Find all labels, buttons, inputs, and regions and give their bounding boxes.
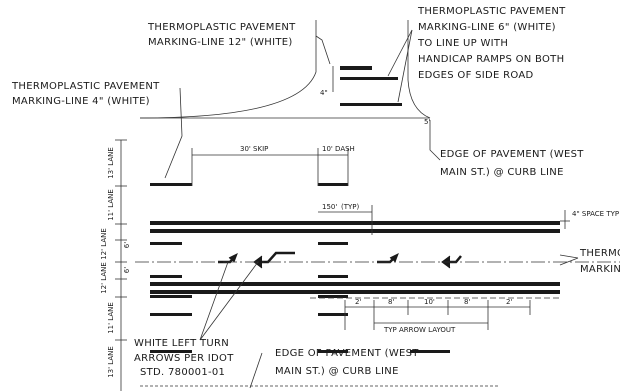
dim-typ: (TYP) <box>341 203 360 211</box>
dim-arrow-layout: TYP ARROW LAYOUT <box>383 326 456 334</box>
note-line: HANDICAP RAMPS ON BOTH <box>418 54 564 65</box>
skip-dash <box>150 313 192 316</box>
note-arrows: WHITE LEFT TURN ARROWS PER IDOT STD. 780… <box>134 338 237 378</box>
skip-dash <box>318 183 348 186</box>
left-turn-arrow-icon <box>218 252 238 264</box>
note-marking-6: THERMOPLASTIC PAVEMENT MARKING-LINE 6" (… <box>417 6 569 81</box>
side-road-curb <box>139 20 317 119</box>
note-line: MARKING- <box>580 264 620 275</box>
lane-label: 6' <box>123 267 131 273</box>
note-line: MAIN ST.) @ CURB LINE <box>275 366 399 377</box>
leader-marking-6 <box>387 29 413 77</box>
note-marking-12: THERMOPLASTIC PAVEMENT MARKING-LINE 12" … <box>147 22 299 48</box>
leader-marking-4 <box>164 87 183 179</box>
bottom-dash <box>318 350 348 353</box>
lane-dash <box>150 242 182 245</box>
lane-dash <box>318 242 348 245</box>
note-line: STD. 780001-01 <box>140 367 225 378</box>
leader-marking-6 <box>397 29 413 103</box>
lane-dash <box>318 275 348 278</box>
note-line: MAIN ST.) @ CURB LINE <box>440 167 564 178</box>
leader-arrows <box>199 261 259 341</box>
dim-skip: 30' SKIP <box>240 145 268 153</box>
note-marking-4: THERMOPLASTIC PAVEMENT MARKING-LINE 4" (… <box>11 81 163 107</box>
dim-five-ft: 5' <box>424 118 430 126</box>
note-line: THERMOPLASTIC PAVEMENT <box>147 22 296 33</box>
lane-label: 13' LANE <box>107 346 115 378</box>
note-line: EDGE OF PAVEMENT (WEST <box>440 149 584 160</box>
marking-6in-upper-bar <box>340 77 398 80</box>
tw-ltl-line <box>150 229 560 233</box>
skip-dash <box>318 313 348 316</box>
note-line: MARKING-LINE 12" (WHITE) <box>148 37 293 48</box>
note-line: MARKING-LINE 4" (WHITE) <box>12 96 150 107</box>
tw-ltl-line <box>150 221 560 225</box>
dim-dash: 10' DASH <box>322 145 355 153</box>
leader-edge-bottom <box>249 352 263 389</box>
side-road-curb <box>407 20 431 119</box>
skip-dash <box>150 295 192 298</box>
lane-label: 13' LANE <box>107 147 115 179</box>
dim-four-in: 4" <box>320 89 328 97</box>
lane-label: 11' LANE <box>107 302 115 334</box>
leader-thermo-right <box>559 254 579 259</box>
lane-label: 11' LANE <box>107 189 115 221</box>
dim-taper: 150' <box>322 203 337 211</box>
bottom-dash <box>410 350 450 353</box>
linework <box>115 20 620 391</box>
skip-dash <box>150 183 192 186</box>
note-line: THERMOPL <box>579 248 620 259</box>
note-line: TO LINE UP WITH <box>417 38 508 49</box>
marking-12in-bar <box>340 66 372 70</box>
lane-label: 12' LANE <box>100 262 108 294</box>
note-line: ARROWS PER IDOT <box>134 353 234 364</box>
dim-arrow-spacing: 8' <box>464 298 470 306</box>
note-line: EDGE OF PAVEMENT (WEST <box>275 348 419 359</box>
marking-6in-lower-bar <box>340 103 402 106</box>
dim-space: 4" SPACE TYP <box>572 210 619 218</box>
note-edge-top: EDGE OF PAVEMENT (WEST MAIN ST.) @ CURB … <box>440 149 587 178</box>
bottom-dash <box>150 350 192 353</box>
dim-arrow-spacing: 10' <box>424 298 435 306</box>
note-line: THERMOPLASTIC PAVEMENT <box>11 81 160 92</box>
left-turn-arrow-icon <box>377 252 399 264</box>
left-turn-arrows <box>218 251 462 269</box>
leader-edge-top <box>429 120 441 161</box>
leader-marking-12 <box>315 35 331 65</box>
lane-dash <box>150 275 182 278</box>
note-edge-bottom: EDGE OF PAVEMENT (WEST MAIN ST.) @ CURB … <box>275 348 422 377</box>
dim-arrow-spacing: 2' <box>355 298 361 306</box>
tw-ltl-line <box>150 282 560 286</box>
pavement-markings <box>150 66 560 353</box>
dim-arrow-spacing: 8' <box>388 298 394 306</box>
note-line: WHITE LEFT TURN <box>134 338 229 349</box>
note-thermo-right: THERMOPL MARKING- <box>579 248 620 275</box>
note-line: EDGES OF SIDE ROAD <box>418 70 534 81</box>
note-line: MARKING-LINE 6" (WHITE) <box>418 22 556 33</box>
tw-ltl-line <box>150 290 560 294</box>
lane-label: 12' LANE <box>100 228 108 260</box>
skip-dash <box>318 295 348 298</box>
dim-arrow-spacing: 2' <box>506 298 512 306</box>
leader-arrows <box>199 261 229 341</box>
leaders <box>164 29 579 389</box>
lane-label: 6' <box>123 242 131 248</box>
leader-thermo-right <box>559 257 579 266</box>
left-turn-arrow-icon <box>253 251 295 269</box>
note-line: THERMOPLASTIC PAVEMENT <box>417 6 566 17</box>
